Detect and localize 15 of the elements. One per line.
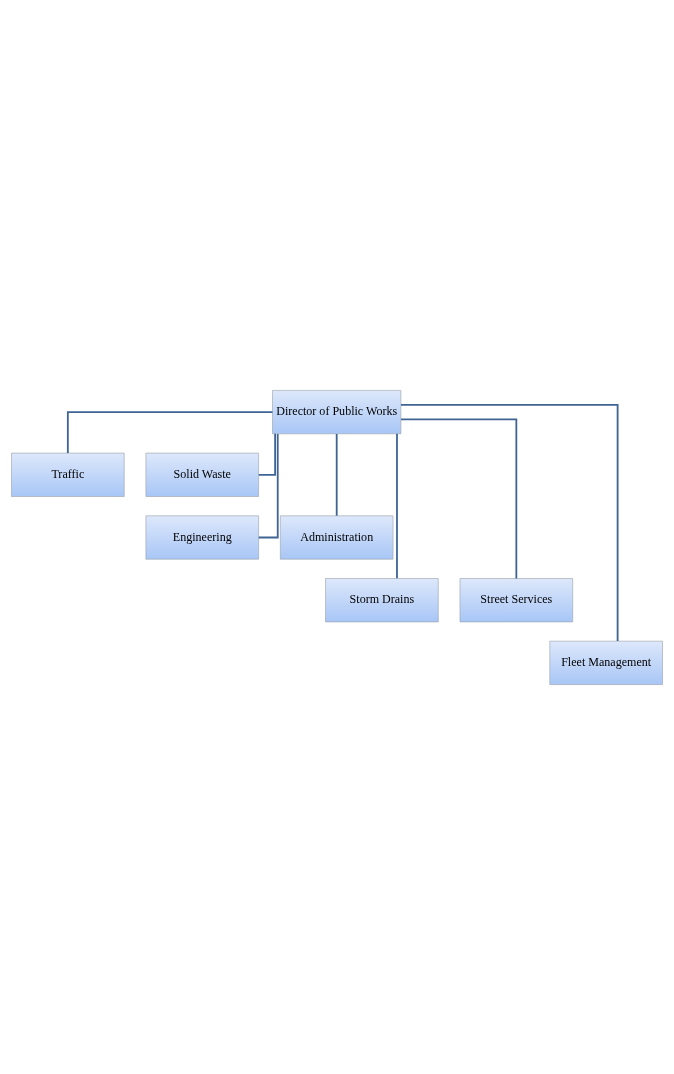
node-box: Traffic xyxy=(11,452,125,497)
node-box: Administration xyxy=(280,515,394,559)
node-box: Engineering xyxy=(145,515,259,559)
connector xyxy=(257,432,279,538)
node-box: Street Services xyxy=(459,577,573,622)
connector xyxy=(400,403,619,642)
connector xyxy=(400,417,518,579)
connector xyxy=(257,432,276,476)
node-box: Solid Waste xyxy=(145,452,259,497)
connector xyxy=(396,432,398,579)
connector xyxy=(66,410,274,454)
node-box: Storm Drains xyxy=(325,577,439,622)
connector xyxy=(335,432,338,517)
node-box: Fleet Management xyxy=(549,640,663,685)
node-box: Director of Public Works xyxy=(272,389,402,434)
